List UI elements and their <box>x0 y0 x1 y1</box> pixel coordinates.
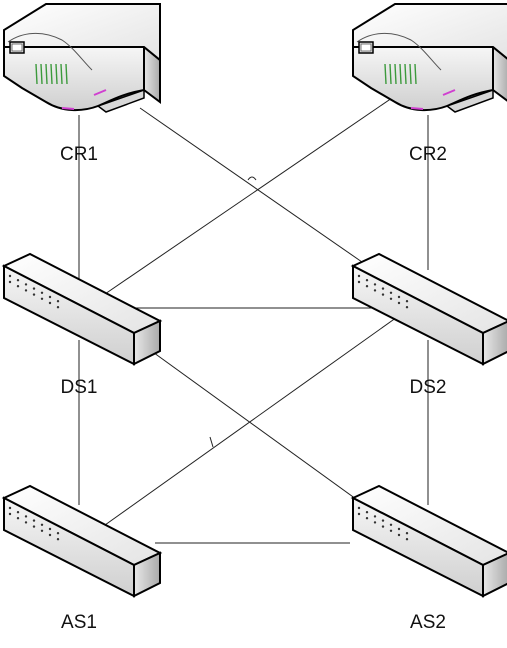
link-ds1-as2 <box>149 349 386 521</box>
node-label-cr1: CR1 <box>60 144 98 165</box>
link-crossover-hop <box>247 176 257 181</box>
router-icon <box>352 3 507 113</box>
links-layer <box>78 97 429 544</box>
node-label-as1: AS1 <box>61 612 97 633</box>
link-ds2-as1 <box>104 314 401 526</box>
link-cr1-ds2 <box>139 107 363 263</box>
node-label-cr2: CR2 <box>409 144 447 165</box>
router-icon <box>3 3 161 113</box>
switch-icon <box>1 252 163 366</box>
node-label-ds1: DS1 <box>61 377 98 398</box>
switch-icon <box>350 252 507 366</box>
switch-icon <box>1 484 163 598</box>
link-tick-mark <box>209 436 214 448</box>
node-label-as2: AS2 <box>410 612 446 633</box>
link-cr2-ds1 <box>104 97 393 295</box>
switch-icon <box>350 484 507 598</box>
node-label-ds2: DS2 <box>410 377 447 398</box>
